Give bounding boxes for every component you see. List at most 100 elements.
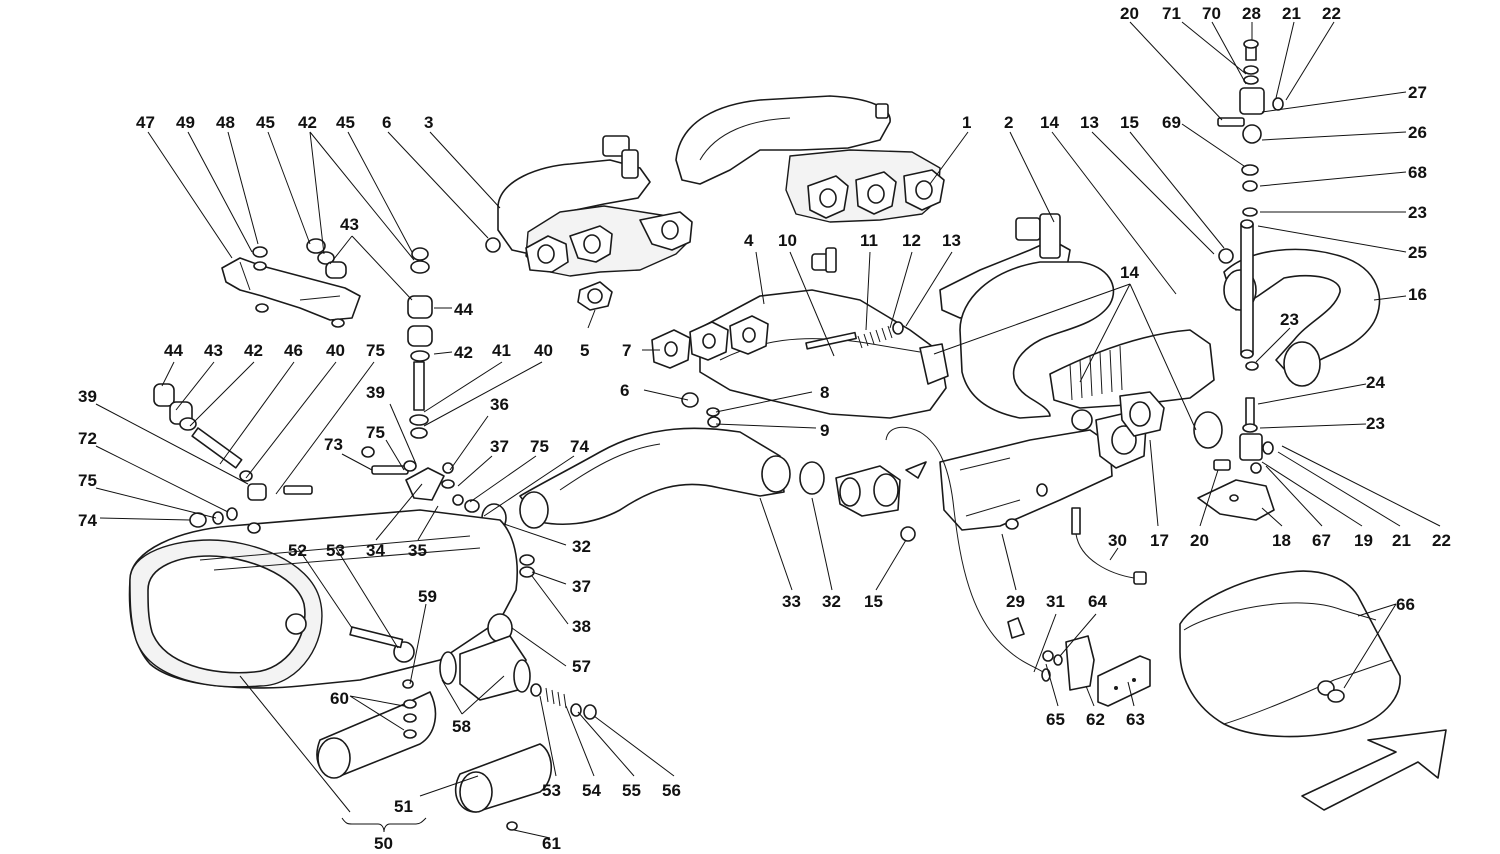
flex-connector (403, 635, 597, 831)
callout-48: 48 (216, 113, 235, 132)
callout-16: 16 (1408, 285, 1427, 304)
callout-32b: 32 (822, 592, 841, 611)
callout-10: 10 (778, 231, 797, 250)
callout-13b: 13 (942, 231, 961, 250)
left-exhaust-header (485, 135, 693, 311)
callout-28: 28 (1242, 4, 1261, 23)
callout-45b: 45 (336, 113, 355, 132)
callout-75c: 75 (366, 423, 385, 442)
callout-23b: 23 (1280, 310, 1299, 329)
callout-17: 17 (1150, 531, 1169, 550)
callout-24: 24 (1366, 373, 1385, 392)
callout-44: 44 (454, 300, 473, 319)
callout-72: 72 (78, 429, 97, 448)
callout-59: 59 (418, 587, 437, 606)
callout-69: 69 (1162, 113, 1181, 132)
callout-65: 65 (1046, 710, 1065, 729)
callout-4: 4 (744, 231, 754, 250)
callout-74: 74 (78, 511, 97, 530)
callout-11: 11 (860, 231, 878, 250)
callout-64: 64 (1088, 592, 1107, 611)
callout-42b: 42 (454, 343, 473, 362)
callout-25: 25 (1408, 243, 1427, 262)
callout-62: 62 (1086, 710, 1105, 729)
right-exhaust-header (939, 213, 1215, 419)
callout-1: 1 (962, 113, 971, 132)
callout-42: 42 (298, 113, 317, 132)
heat-shield (1179, 570, 1401, 738)
callout-34: 34 (366, 541, 385, 560)
callout-39: 39 (366, 383, 385, 402)
callout-35: 35 (408, 541, 427, 560)
callout-57: 57 (572, 657, 591, 676)
catalytic-converter (939, 391, 1223, 531)
callout-14: 14 (1040, 113, 1059, 132)
callout-54: 54 (582, 781, 601, 800)
callout-46: 46 (284, 341, 303, 360)
callout-55: 55 (622, 781, 641, 800)
callout-75d: 75 (530, 437, 549, 456)
callout-27: 27 (1408, 83, 1427, 102)
callout-71: 71 (1162, 4, 1181, 23)
center-exhaust-header (651, 247, 949, 428)
callout-73: 73 (324, 435, 343, 454)
bracket-50 (341, 817, 427, 833)
callout-33: 33 (782, 592, 801, 611)
callout-67: 67 (1312, 531, 1331, 550)
callout-20b: 20 (1190, 531, 1209, 550)
bracket-47 (221, 246, 361, 328)
callout-2: 2 (1004, 113, 1013, 132)
callout-14b: 14 (1120, 263, 1139, 282)
callout-40b: 40 (534, 341, 553, 360)
callout-36: 36 (490, 395, 509, 414)
callout-13: 13 (1080, 113, 1099, 132)
callout-22b: 22 (1432, 531, 1451, 550)
callout-22: 22 (1322, 4, 1341, 23)
front-direction-arrow (1301, 729, 1447, 811)
callout-66: 66 (1396, 595, 1415, 614)
callout-47: 47 (136, 113, 155, 132)
springs-and-bolts (805, 321, 904, 350)
callout-40: 40 (326, 341, 345, 360)
callout-37: 37 (490, 437, 509, 456)
callout-21b: 21 (1392, 531, 1411, 550)
callout-3: 3 (424, 113, 433, 132)
callout-41: 41 (492, 341, 511, 360)
callout-58: 58 (452, 717, 471, 736)
callout-9: 9 (820, 421, 829, 440)
callout-50: 50 (374, 834, 393, 853)
lambda-sensor (1071, 507, 1147, 585)
callout-15: 15 (1120, 113, 1139, 132)
callout-52: 52 (288, 541, 307, 560)
callout-45: 45 (256, 113, 275, 132)
callout-6: 6 (382, 113, 391, 132)
callout-8: 8 (820, 383, 829, 402)
callout-63: 63 (1126, 710, 1145, 729)
callout-6b: 6 (620, 381, 629, 400)
callout-53: 53 (326, 541, 345, 560)
tail-pipes (316, 691, 552, 813)
leader-lines (95, 21, 1441, 839)
oxygen-sensor-cable (885, 426, 1051, 682)
intermediate-pipe (481, 427, 916, 542)
callout-23: 23 (1408, 203, 1427, 222)
callout-38: 38 (572, 617, 591, 636)
callout-15b: 15 (864, 592, 883, 611)
callout-49: 49 (176, 113, 195, 132)
callout-labels: 20 71 70 28 21 22 27 26 69 68 23 25 16 2… (78, 4, 1451, 853)
callout-43: 43 (340, 215, 359, 234)
rear-crossover-pipe (1218, 219, 1381, 387)
callout-61: 61 (542, 834, 561, 853)
callout-21: 21 (1282, 4, 1301, 23)
callout-51: 51 (394, 797, 413, 816)
callout-5: 5 (580, 341, 589, 360)
callout-60: 60 (330, 689, 349, 708)
callout-42c: 42 (244, 341, 263, 360)
callout-19: 19 (1354, 531, 1373, 550)
sensor-bracket (1007, 617, 1151, 707)
callout-68: 68 (1408, 163, 1427, 182)
rubber-mounts (306, 238, 433, 439)
callout-26: 26 (1408, 123, 1427, 142)
callout-37b: 37 (572, 577, 591, 596)
